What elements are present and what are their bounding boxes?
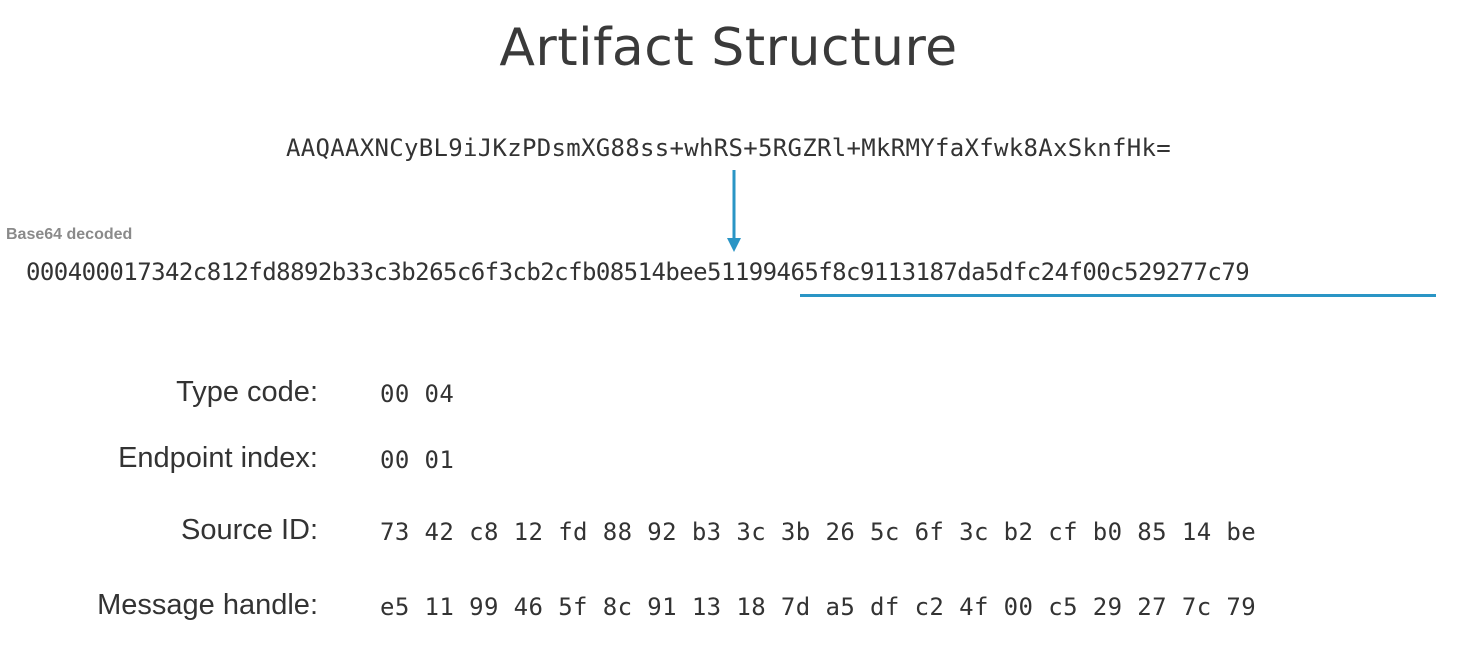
field-row-message-handle: Message handle: e5 11 99 46 5f 8c 91 13 …	[0, 589, 1457, 629]
field-label: Endpoint index:	[118, 442, 318, 474]
field-value: 00 04	[380, 380, 455, 408]
field-label: Type code:	[176, 376, 318, 408]
field-row-source-id: Source ID: 73 42 c8 12 fd 88 92 b3 3c 3b…	[0, 514, 1457, 554]
decoded-label: Base64 decoded	[6, 226, 133, 243]
field-value: 00 01	[380, 446, 455, 474]
field-label: Message handle:	[97, 589, 318, 621]
page-title: Artifact Structure	[499, 18, 958, 78]
encoded-artifact-string: AAQAAXNCyBL9iJKzPDsmXG88ss+whRS+5RGZRl+M…	[286, 134, 1171, 162]
decoded-hex-string: 000400017342c812fd8892b33c3b265c6f3cb2cf…	[26, 258, 1250, 286]
down-arrow-icon	[727, 170, 741, 252]
field-label: Source ID:	[181, 514, 318, 546]
field-row-endpoint-index: Endpoint index: 00 01	[0, 442, 1457, 482]
field-row-type-code: Type code: 00 04	[0, 376, 1457, 416]
field-value: 73 42 c8 12 fd 88 92 b3 3c 3b 26 5c 6f 3…	[380, 518, 1257, 546]
message-handle-underline	[800, 294, 1436, 297]
field-value: e5 11 99 46 5f 8c 91 13 18 7d a5 df c2 4…	[380, 593, 1257, 621]
